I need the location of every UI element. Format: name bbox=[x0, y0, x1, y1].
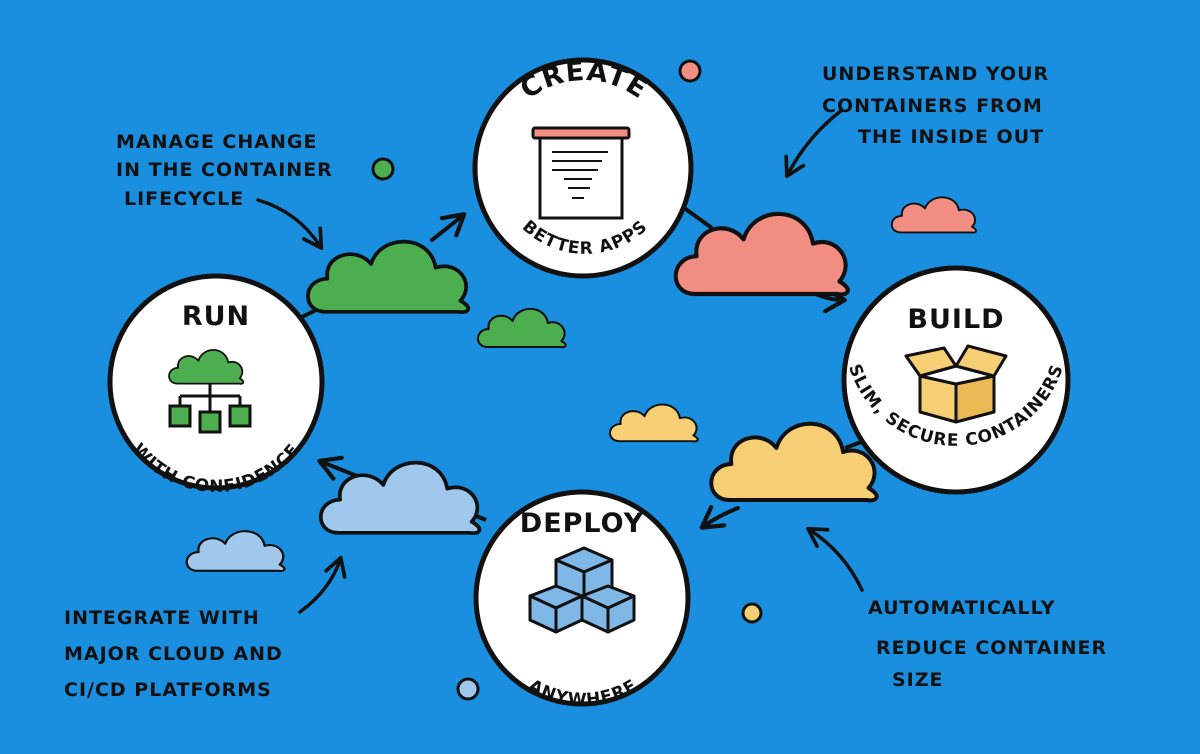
cloud-network-icon bbox=[168, 349, 252, 434]
note-manage-change: MANAGE CHANGE IN THE CONTAINER LIFECYCLE bbox=[116, 131, 333, 210]
svg-text:IN THE CONTAINER: IN THE CONTAINER bbox=[116, 159, 333, 181]
yellow-cloud-small bbox=[608, 403, 699, 443]
yellow-cloud-large bbox=[709, 421, 879, 503]
svg-text:INTEGRATE WITH: INTEGRATE WITH bbox=[64, 607, 260, 629]
svg-text:AUTOMATICALLY: AUTOMATICALLY bbox=[868, 597, 1056, 619]
note-pointer-arrow bbox=[784, 108, 844, 179]
green-cloud-small bbox=[476, 307, 567, 349]
svg-text:MANAGE CHANGE: MANAGE CHANGE bbox=[116, 131, 317, 153]
stage-title: BUILD bbox=[907, 304, 1004, 335]
note-pointer-arrow bbox=[256, 198, 324, 250]
decor-dot bbox=[456, 677, 480, 701]
note-pointer-arrow bbox=[806, 526, 864, 592]
note-integrate-platforms: INTEGRATE WITH MAJOR CLOUD AND CI/CD PLA… bbox=[64, 607, 283, 701]
svg-text:THE INSIDE OUT: THE INSIDE OUT bbox=[858, 126, 1044, 148]
green-cloud-large bbox=[306, 239, 471, 315]
document-icon bbox=[531, 126, 631, 220]
svg-text:MAJOR CLOUD AND: MAJOR CLOUD AND bbox=[64, 643, 283, 665]
flow-arrow bbox=[699, 505, 740, 530]
svg-text:SIZE: SIZE bbox=[892, 669, 944, 691]
stage-title: RUN bbox=[182, 301, 250, 332]
svg-text:UNDERSTAND YOUR: UNDERSTAND YOUR bbox=[822, 63, 1049, 85]
stage-deploy: DEPLOY ANYWHERE bbox=[473, 489, 691, 710]
note-reduce-size: AUTOMATICALLY REDUCE CONTAINER SIZE bbox=[868, 597, 1107, 691]
svg-text:CI/CD PLATFORMS: CI/CD PLATFORMS bbox=[64, 679, 272, 701]
decor-dot bbox=[371, 157, 395, 181]
svg-text:REDUCE CONTAINER: REDUCE CONTAINER bbox=[876, 637, 1107, 659]
stage-create: CREATE BETTER APPS bbox=[472, 56, 694, 279]
lightblue-cloud-large bbox=[318, 460, 482, 536]
note-pointer-arrow bbox=[298, 555, 347, 614]
coral-cloud-large bbox=[676, 214, 848, 294]
decor-dot bbox=[678, 59, 702, 83]
decor-dot bbox=[741, 602, 763, 624]
svg-text:CONTAINERS FROM: CONTAINERS FROM bbox=[822, 95, 1043, 117]
stage-run: RUN WITH CONFIDENCE bbox=[107, 273, 325, 497]
flow-arrow bbox=[430, 212, 467, 242]
open-box-icon bbox=[904, 344, 1008, 424]
stage-title: DEPLOY bbox=[520, 508, 644, 539]
stacked-cubes-icon bbox=[528, 546, 636, 634]
stage-build: BUILD SLIM, SECURE CONTAINERS bbox=[841, 265, 1071, 495]
svg-text:LIFECYCLE: LIFECYCLE bbox=[124, 188, 244, 210]
coral-cloud-small bbox=[890, 196, 978, 234]
lightblue-cloud-small bbox=[185, 529, 286, 573]
note-understand-containers: UNDERSTAND YOUR CONTAINERS FROM THE INSI… bbox=[822, 63, 1049, 148]
